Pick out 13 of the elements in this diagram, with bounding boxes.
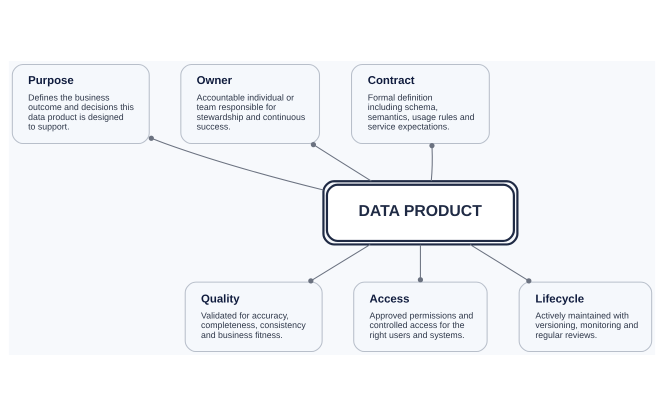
connector bbox=[470, 244, 532, 283]
node-box: Purpose Defines the business outcome and decisions this data product is designed to support. bbox=[12, 63, 150, 144]
connector bbox=[148, 135, 324, 190]
node-box: Quality Validated for accuracy, completeness, consistency and business fitness. bbox=[184, 281, 323, 352]
node-box: DATA PRODUCT bbox=[322, 180, 518, 246]
connector bbox=[310, 142, 372, 182]
node-box: Lifecycle Actively maintained with versioning, monitoring and regular reviews. bbox=[518, 281, 652, 352]
node-box: Access Approved permissions and controlled access for the right users and systems. bbox=[353, 281, 488, 352]
node-box: Contract Formal definition including schema, semantics, usage rules and service expectations. bbox=[351, 63, 490, 144]
node-box: Owner Accountable individual or team responsible for stewardship and continuous success. bbox=[180, 63, 320, 144]
connector bbox=[429, 142, 435, 181]
connector bbox=[308, 244, 370, 284]
connector bbox=[418, 244, 424, 282]
